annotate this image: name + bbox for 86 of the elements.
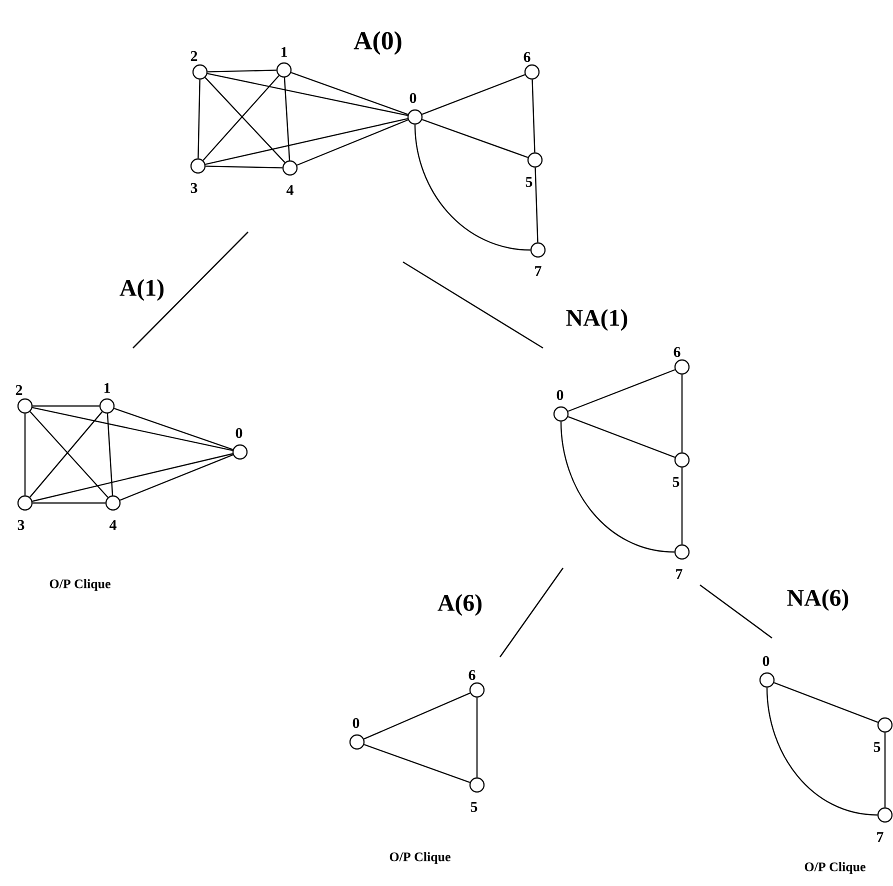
vertex-circle (349, 734, 365, 750)
graph-edge (206, 166, 282, 168)
vertex-circle (674, 544, 690, 560)
graph-edge (290, 72, 408, 115)
graph-edge (766, 688, 878, 816)
vertex-number: 7 (535, 266, 542, 276)
graph-edge (106, 414, 114, 496)
branch-label: NA(6) (787, 589, 848, 611)
branch-label: O/P Clique (390, 852, 450, 864)
vertex-circle (282, 160, 298, 176)
vertex-circle (469, 682, 485, 698)
vertex-number: 5 (470, 802, 478, 812)
vertex-circle (99, 398, 115, 414)
vertex-number: 4 (109, 520, 116, 530)
graph-edge (114, 408, 234, 450)
vertex-number: 2 (16, 385, 22, 395)
branch-label: NA(1) (566, 309, 628, 331)
vertex-circle (17, 398, 33, 414)
vertex-number: 6 (674, 346, 680, 358)
vertex-circle (759, 672, 775, 688)
vertex-number: 0 (556, 390, 564, 400)
graph-edge (32, 453, 233, 502)
vertex-number: 4 (286, 185, 294, 195)
vertex-circle (877, 807, 893, 823)
graph-edge (568, 369, 676, 412)
vertex-circle (192, 64, 208, 80)
branch-label: O/P Clique (50, 579, 110, 591)
graph-edge (207, 72, 408, 116)
graph-edge (414, 124, 530, 251)
graph-edge (681, 468, 683, 544)
branch-label: A(6) (438, 594, 482, 616)
vertex-circle (553, 406, 569, 422)
vertex-circle (17, 495, 33, 511)
vertex-number: 1 (104, 383, 110, 393)
vertex-number: 7 (877, 832, 884, 842)
graph-edge (284, 78, 290, 160)
vertex-number: 0 (352, 718, 360, 728)
graph-edge (296, 119, 408, 166)
vertex-circle (105, 495, 121, 511)
vertex-number: 0 (236, 428, 242, 438)
graph-edge (364, 692, 470, 740)
vertex-number: 6 (524, 52, 530, 62)
graph-edge (198, 80, 200, 158)
graph-edge (774, 682, 878, 723)
vertex-number: 1 (281, 47, 287, 57)
graph-edge (364, 744, 470, 783)
vertex-number: 7 (676, 569, 682, 579)
branch-label: O/P Clique (804, 862, 866, 874)
graph-edge (532, 80, 536, 152)
graph-edge (32, 405, 100, 407)
graph-edge (205, 118, 408, 165)
vertex-circle (674, 359, 690, 375)
vertex-number: 5 (672, 477, 680, 487)
vertex-circle (276, 62, 292, 78)
graph-edge (568, 416, 676, 458)
vertex-number: 5 (526, 177, 532, 187)
vertex-number: 0 (762, 656, 770, 666)
vertex-circle (527, 152, 543, 168)
vertex-circle (530, 242, 546, 258)
vertex-number: 0 (410, 92, 416, 104)
branch-label: A(0) (354, 31, 402, 55)
graph-edge (208, 70, 276, 72)
vertex-circle (469, 777, 485, 793)
vertex-number: 2 (190, 51, 198, 61)
graph-edge (24, 414, 26, 496)
graph-edge (32, 502, 106, 504)
vertex-circle (877, 717, 893, 733)
vertex-number: 5 (874, 742, 880, 752)
graph-edge (681, 374, 683, 452)
vertex-circle (407, 109, 423, 125)
vertex-circle (232, 444, 248, 460)
graph-edge (560, 422, 674, 553)
graph-edge (884, 732, 886, 808)
graph-edge (534, 168, 538, 242)
graph-edge (120, 454, 234, 501)
vertex-circle (190, 158, 206, 174)
vertex-number: 3 (18, 520, 24, 530)
vertex-circle (674, 452, 690, 468)
vertex-number: 3 (190, 182, 198, 194)
graph-edge (476, 698, 478, 778)
graph-edge (422, 74, 526, 115)
graph-edge (422, 119, 528, 158)
vertex-number: 6 (468, 670, 476, 680)
branch-label: A(1) (120, 279, 164, 301)
vertex-circle (524, 64, 540, 80)
graph-edge (32, 407, 233, 451)
